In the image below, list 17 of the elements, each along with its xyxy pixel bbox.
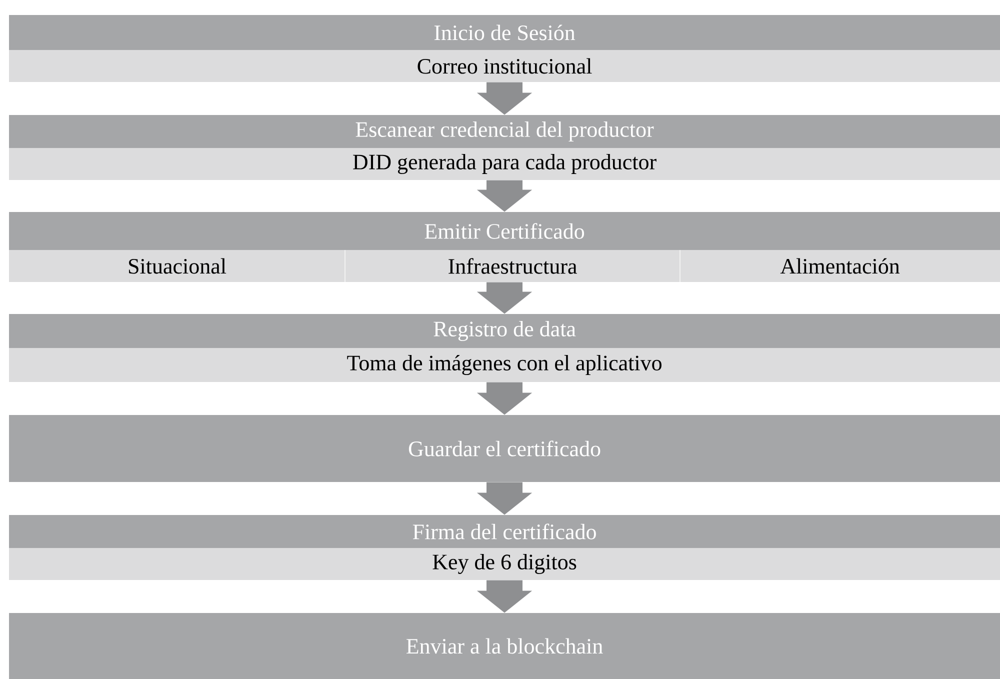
step-detail-band: Alimentación [680, 250, 1000, 282]
node-label: Infraestructura [448, 258, 577, 274]
step-detail-band: Key de 6 digitos [9, 548, 1000, 580]
step-header-band: Guardar el certificado [9, 415, 1000, 482]
node-label: Situacional [128, 258, 226, 274]
step-header-band: Emitir Certificado [9, 212, 1000, 250]
step-detail-band: Toma de imágenes con el aplicativo [9, 348, 1000, 382]
step-header-band: Registro de data [9, 314, 1000, 348]
step-header-band: Firma del certificado [9, 515, 1000, 548]
step-detail-band: DID generada para cada productor [9, 148, 1000, 180]
step-header-band: Inicio de Sesión [9, 15, 1000, 50]
node-label: Alimentación [780, 258, 900, 274]
step-header-band: Enviar a la blockchain [9, 613, 1000, 679]
step-header-band: Escanear credencial del productor [9, 115, 1000, 148]
step-detail-band: Infraestructura [345, 250, 680, 282]
step-detail-band: Correo institucional [9, 50, 1000, 82]
step-detail-band: Situacional [9, 250, 345, 282]
